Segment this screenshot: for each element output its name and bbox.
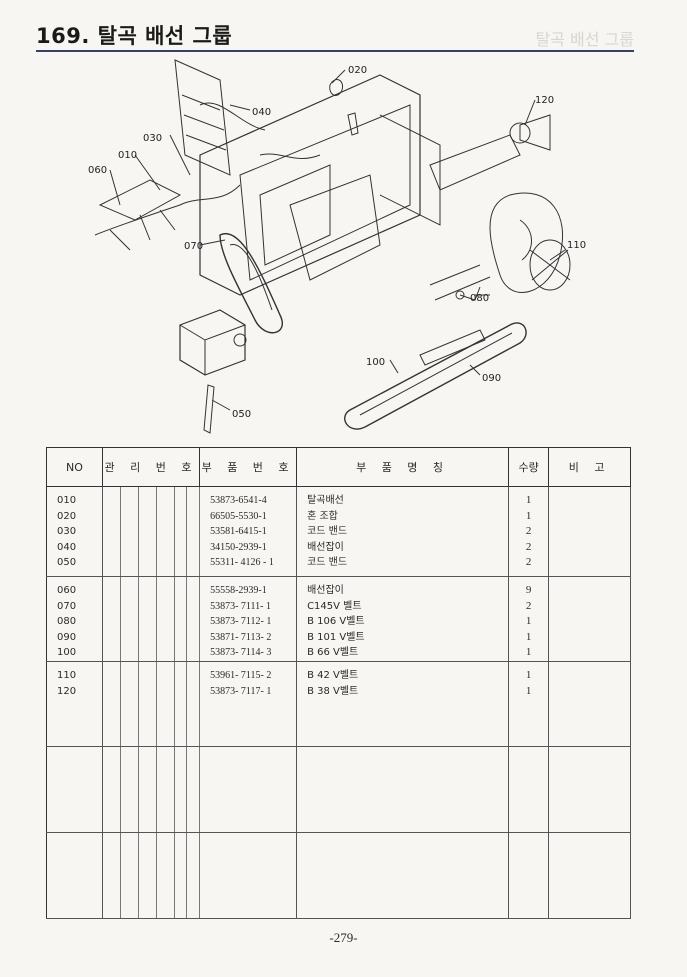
table-group: 060 070 080 090 100 55558-2939-1 53873- … xyxy=(46,576,632,662)
callout-040: 040 xyxy=(252,107,271,118)
table-group: 010 020 030 040 050 53873-6541-4 66505-5… xyxy=(46,486,632,577)
cell-no: 060 xyxy=(57,585,77,596)
cell-no: 110 xyxy=(57,670,77,681)
cell-quantity: 9 xyxy=(525,584,532,596)
cell-quantity: 2 xyxy=(525,540,532,553)
callout-110: 110 xyxy=(567,240,586,251)
page-title: 169. 탈곡 배선 그룹 xyxy=(36,24,233,48)
header-remarks: 비 고 xyxy=(548,447,632,487)
cell-quantity: 1 xyxy=(525,615,532,628)
cell-no: 070 xyxy=(57,600,77,612)
page-number: -279- xyxy=(329,930,358,945)
header-no: NO xyxy=(46,447,103,487)
callout-020: 020 xyxy=(348,65,367,76)
cell-part-name: 탈곡배선 xyxy=(307,495,344,506)
cell-no: 050 xyxy=(57,557,77,569)
callout-070: 070 xyxy=(184,241,203,252)
cell-quantity: 1 xyxy=(525,509,532,522)
cell-no: 100 xyxy=(57,647,77,659)
cell-remarks xyxy=(548,486,632,577)
cell-part-number: 53873- 7117- 1 xyxy=(210,685,272,697)
cell-part-number: 66505-5530-1 xyxy=(210,510,267,522)
cell-quantity: 2 xyxy=(525,525,532,538)
cell-part-number: 53873- 7111- 1 xyxy=(210,600,271,612)
cell-part-number: 53873- 7112- 1 xyxy=(210,616,272,628)
cell-no: 020 xyxy=(57,510,77,522)
cell-part-number: 53873-6541-4 xyxy=(210,495,267,506)
cell-part-name: B 101 V벨트 xyxy=(307,631,365,643)
cell-quantity: 2 xyxy=(525,599,532,612)
parts-table: NO 관 리 번 호 부 품 번 호 부 품 명 칭 수량 비 고 010 02… xyxy=(46,447,632,919)
exploded-parts-diagram: 020 040 030 010 060 120 070 110 080 100 … xyxy=(88,59,586,434)
header-quantity: 수량 xyxy=(508,447,550,487)
cell-part-name: 혼 조합 xyxy=(307,510,338,522)
cell-part-number: 53961- 7115- 2 xyxy=(210,670,272,681)
table-group: 110 120 53961- 7115- 2 53873- 7117- 1 B … xyxy=(46,661,632,747)
cell-part-number: 34150-2939-1 xyxy=(210,541,267,553)
cell-quantity: 2 xyxy=(525,556,532,569)
cell-quantity: 1 xyxy=(525,494,532,506)
cell-part-name: C145V 벨트 xyxy=(307,600,362,612)
cell-remarks xyxy=(548,661,632,747)
callout-060: 060 xyxy=(88,165,107,176)
table-header-row: NO 관 리 번 호 부 품 번 호 부 품 명 칭 수량 비 고 xyxy=(46,447,632,487)
callout-100: 100 xyxy=(366,357,385,368)
cell-part-number: 55558-2939-1 xyxy=(210,585,267,596)
header-part-number: 부 품 번 호 xyxy=(199,447,298,487)
header-management-no: 관 리 번 호 xyxy=(102,447,201,487)
cell-part-number: 53873- 7114- 3 xyxy=(210,647,272,659)
cell-part-name: 배선잡이 xyxy=(307,585,344,596)
cell-no: 030 xyxy=(57,526,77,538)
cell-part-name: B 42 V벨트 xyxy=(307,670,359,681)
cell-part-name: 배선잡이 xyxy=(307,541,344,553)
callout-050: 050 xyxy=(232,409,251,420)
cell-no: 080 xyxy=(57,616,77,628)
cell-part-name: 코드 밴드 xyxy=(307,526,348,538)
cell-quantity: 1 xyxy=(525,684,532,697)
cell-remarks xyxy=(548,576,632,662)
callout-080: 080 xyxy=(470,293,489,304)
parts-table-container: NO 관 리 번 호 부 품 번 호 부 품 명 칭 수량 비 고 010 02… xyxy=(46,447,632,919)
cell-part-name: B 38 V벨트 xyxy=(307,685,359,697)
cell-quantity: 1 xyxy=(525,646,532,659)
cell-part-number: 55311- 4126 - 1 xyxy=(210,557,274,569)
cell-no: 120 xyxy=(57,685,77,697)
callout-120: 120 xyxy=(535,95,554,106)
cell-part-number: 53871- 7113- 2 xyxy=(210,631,272,643)
cell-part-name: 코드 밴드 xyxy=(307,557,348,569)
cell-quantity: 1 xyxy=(525,669,532,681)
header-part-name: 부 품 명 칭 xyxy=(296,447,510,487)
cell-part-number: 53581-6415-1 xyxy=(210,526,267,538)
table-group-empty xyxy=(46,746,632,833)
callout-030: 030 xyxy=(143,133,162,144)
callout-090: 090 xyxy=(482,373,501,384)
callout-010: 010 xyxy=(118,150,137,161)
page-header: 169. 탈곡 배선 그룹 탈곡 배선 그룹 xyxy=(36,20,634,52)
bleed-through-text: 탈곡 배선 그룹 xyxy=(535,30,635,49)
cell-no: 040 xyxy=(57,541,77,553)
cell-no: 010 xyxy=(57,495,77,506)
cell-part-name: B 66 V벨트 xyxy=(307,647,359,659)
cell-part-name: B 106 V벨트 xyxy=(307,616,365,628)
cell-quantity: 1 xyxy=(525,630,532,643)
cell-no: 090 xyxy=(57,631,77,643)
table-group-empty xyxy=(46,832,632,919)
